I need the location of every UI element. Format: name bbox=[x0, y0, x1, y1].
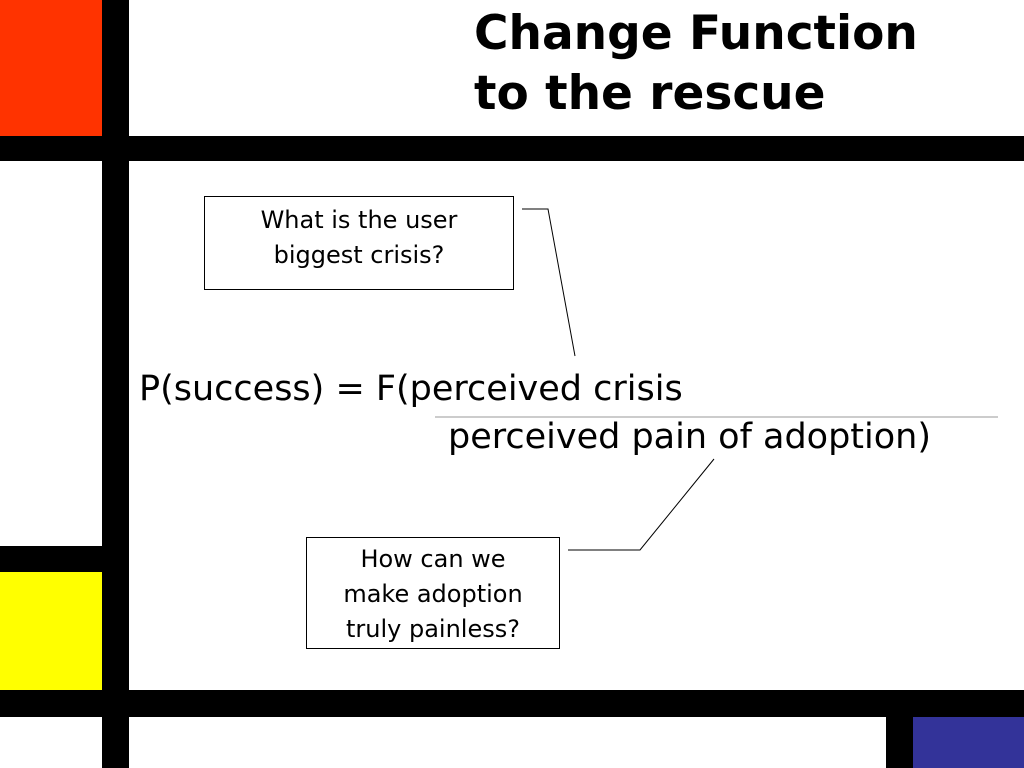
right-vertical-bar bbox=[886, 690, 913, 768]
adoption-callout: How can we make adoption truly painless? bbox=[306, 537, 560, 649]
crisis-callout-line-1: What is the user bbox=[260, 206, 458, 234]
red-block bbox=[0, 0, 102, 136]
title-line-1: Change Function bbox=[474, 6, 918, 61]
left-middle-bar bbox=[0, 546, 129, 572]
left-vertical-bar bbox=[102, 0, 129, 768]
adoption-callout-line-3: truly painless? bbox=[346, 615, 520, 643]
top-horizontal-bar bbox=[0, 136, 1024, 161]
yellow-block bbox=[0, 572, 102, 690]
crisis-callout-line-2: biggest crisis? bbox=[273, 241, 445, 269]
bottom-callout-leader bbox=[568, 458, 715, 551]
blue-block bbox=[913, 717, 1024, 768]
title-line-2: to the rescue bbox=[474, 66, 826, 121]
adoption-callout-line-2: make adoption bbox=[343, 580, 523, 608]
slide-title: Change Function to the rescue bbox=[474, 4, 1014, 124]
formula-numerator: P(success) = F(perceived crisis bbox=[139, 369, 683, 409]
formula-denominator: perceived pain of adoption) bbox=[448, 417, 932, 457]
bottom-horizontal-bar bbox=[0, 690, 1024, 717]
crisis-callout: What is the user biggest crisis? bbox=[204, 196, 514, 290]
adoption-callout-line-1: How can we bbox=[360, 545, 506, 573]
top-callout-leader bbox=[522, 208, 576, 357]
